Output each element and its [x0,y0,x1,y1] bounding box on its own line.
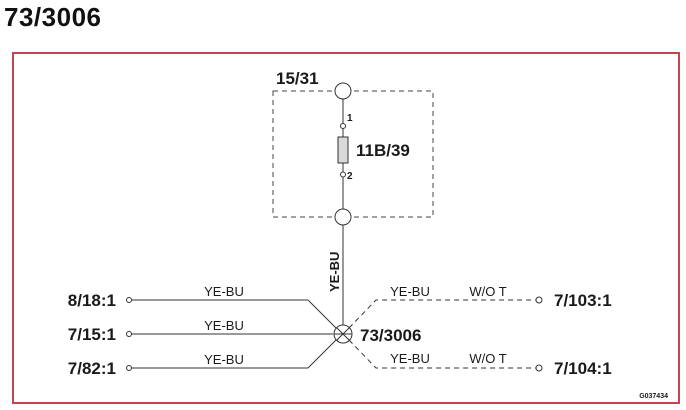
right-terminal-2: 7/104:1 [554,359,612,378]
right-wire-note-2: W/O T [469,351,506,366]
left-wire-label-2: YE-BU [204,318,244,333]
left-wire-3-bend [307,339,337,369]
vertical-wire-label: YE-BU [327,252,342,292]
left-terminal-3: 7/82:1 [68,359,116,378]
right-wire-note-1: W/O T [469,284,506,299]
right-terminal-1: 7/103:1 [554,291,612,310]
left-terminal-1: 8/18:1 [68,291,116,310]
module-label: 15/31 [276,69,319,88]
terminal-7-82-icon [126,365,132,371]
top-connector [334,82,352,100]
terminal-8-18-icon [126,297,132,303]
bottom-connector [334,208,352,226]
right-wire-1 [348,299,536,329]
left-wire-label-3: YE-BU [204,352,244,367]
right-wire-label-1: YE-BU [390,284,430,299]
fuse-pin-2 [340,171,346,178]
terminal-7-103-icon [535,296,543,304]
fuse-pin-2-label: 2 [347,171,353,182]
splice-label: 73/3006 [360,326,421,345]
diagram-frame [12,52,680,404]
page-title: 73/3006 [4,2,102,32]
terminal-7-104-icon [535,364,543,372]
right-wire-label-2: YE-BU [390,351,430,366]
module-box [272,90,434,218]
fuse-pin-1-label: 1 [347,113,353,124]
figure-code: G037434 [639,393,668,400]
left-terminal-2: 7/15:1 [68,325,116,344]
fuse-label: 11B/39 [356,141,410,160]
right-wire-2 [348,339,536,369]
fuse-pin-1 [340,123,346,129]
left-wire-1-bend [307,299,337,329]
fuse-body [337,136,349,164]
splice-icon [333,324,353,344]
terminal-7-15-icon [126,331,132,337]
left-wire-label-1: YE-BU [204,284,244,299]
